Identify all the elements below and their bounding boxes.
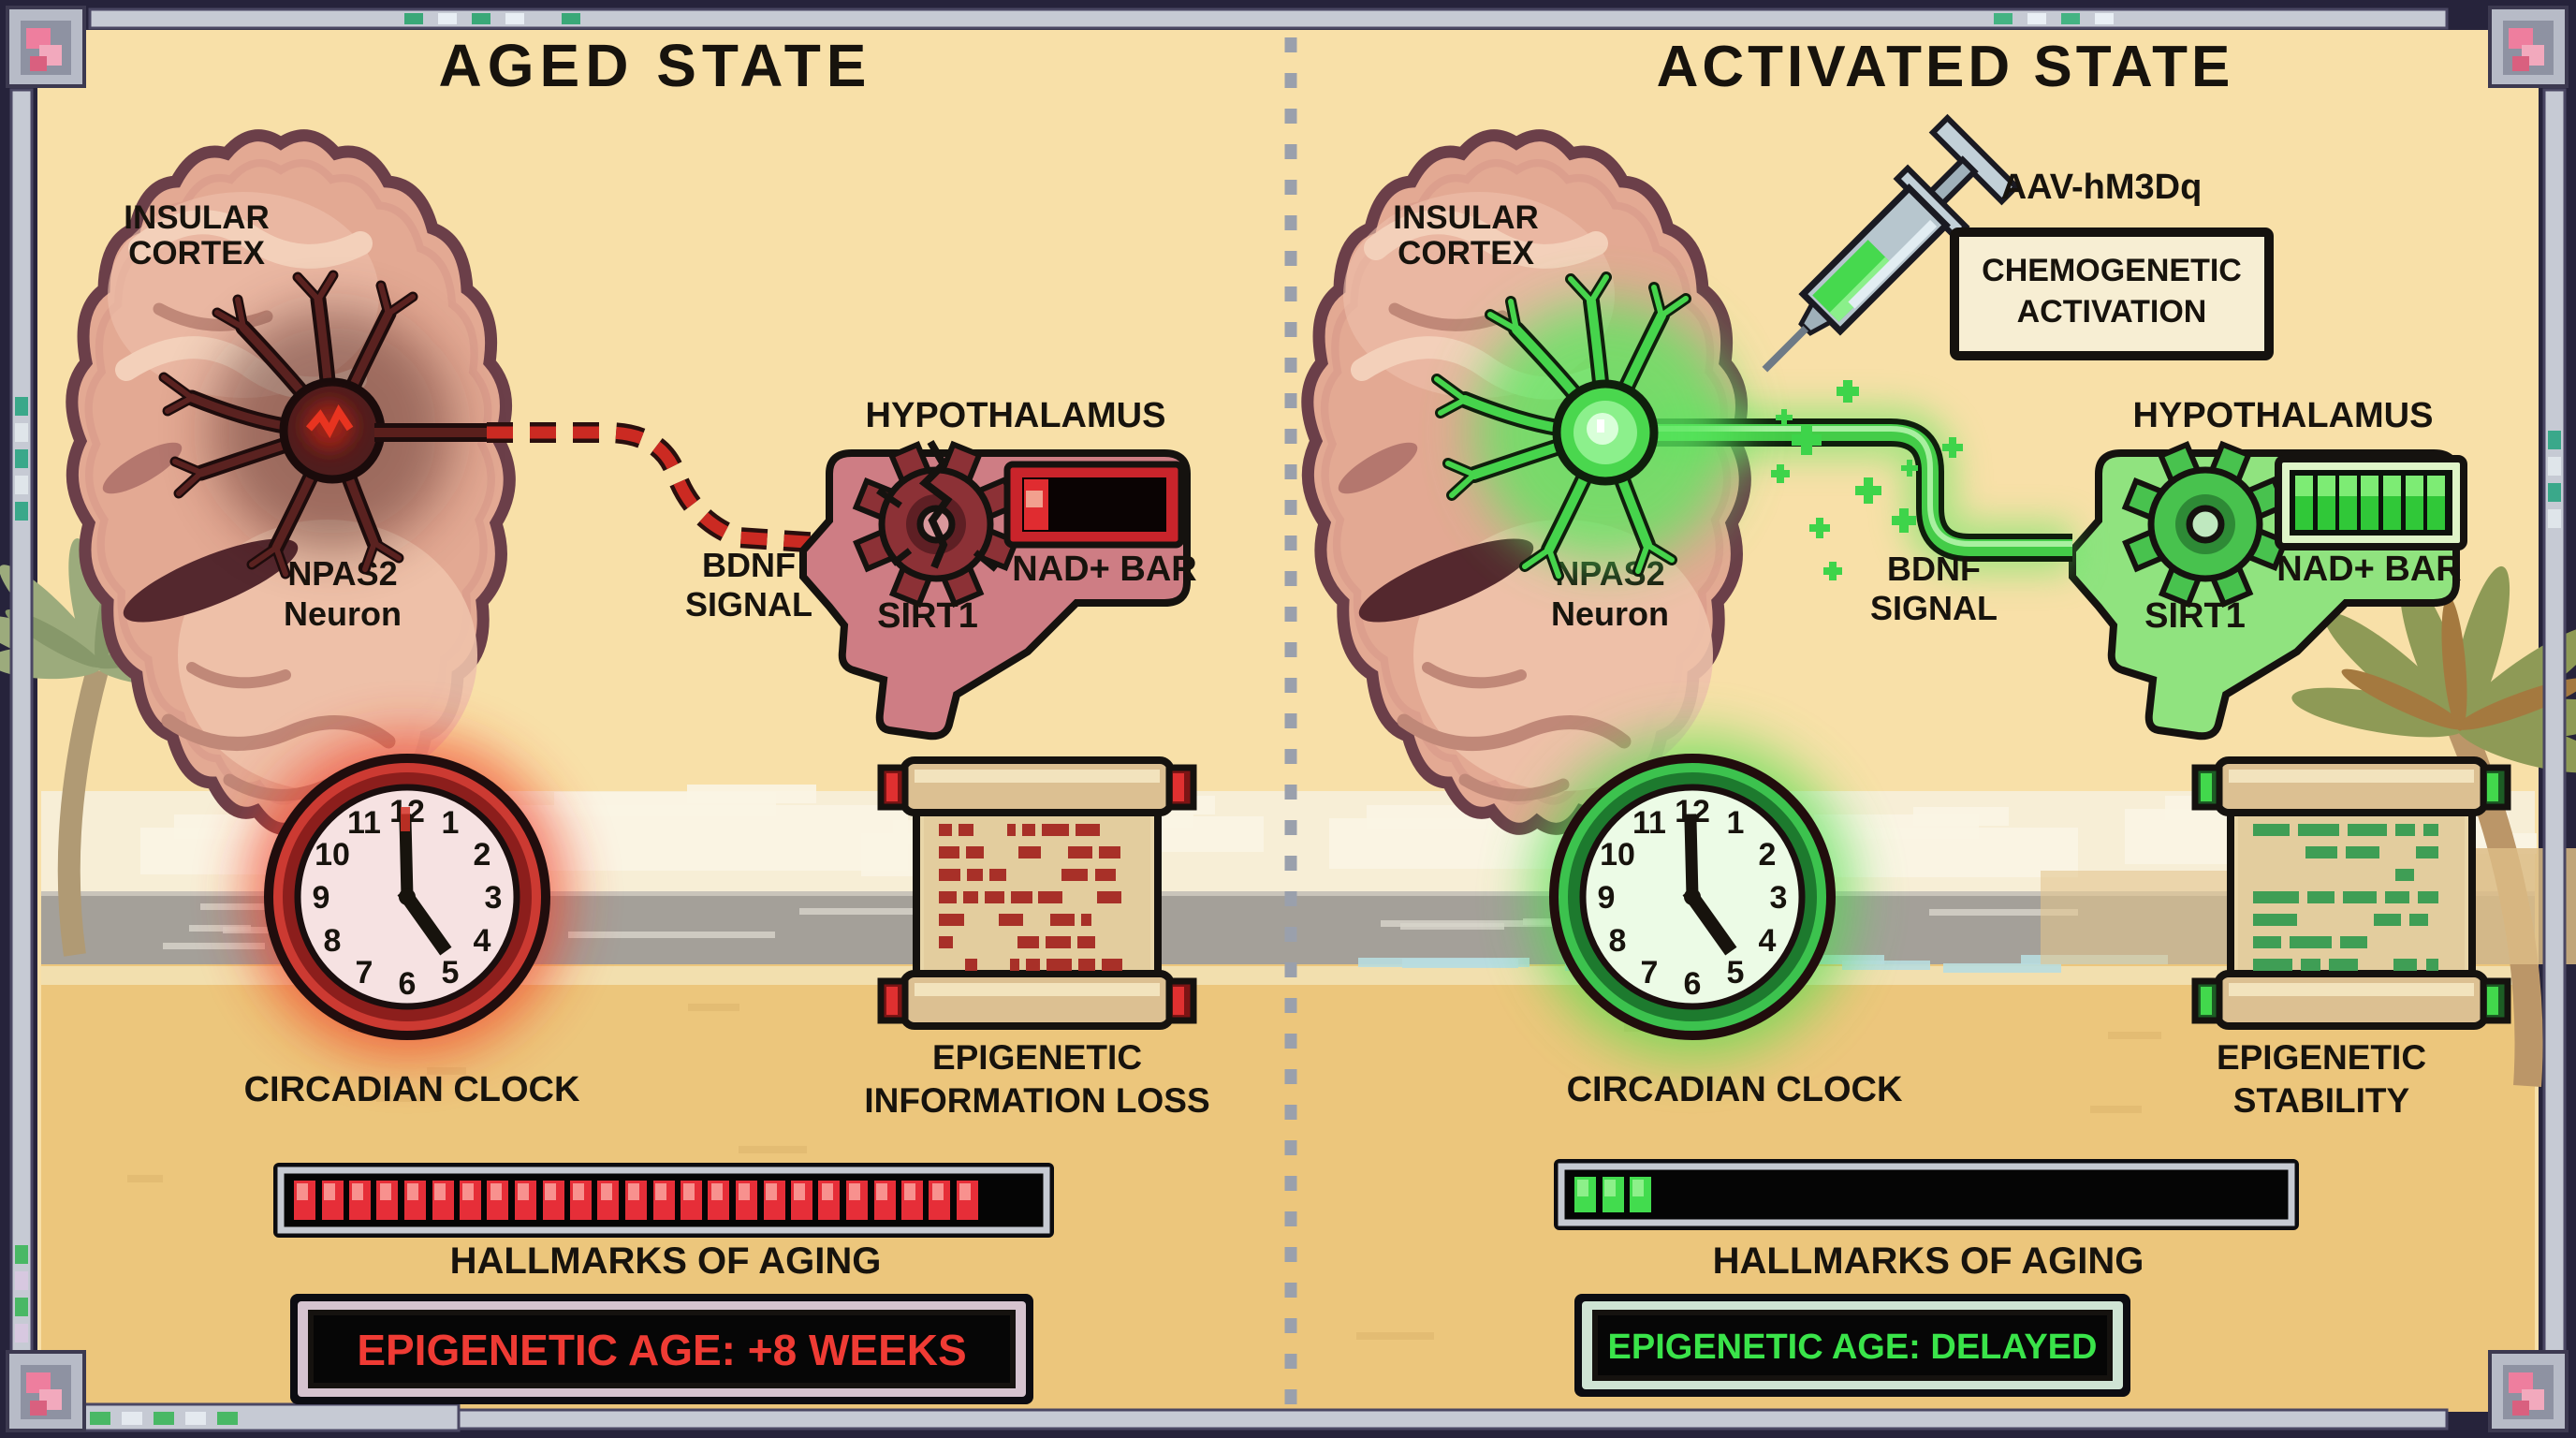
svg-text:11: 11	[1632, 805, 1666, 841]
svg-text:6: 6	[1684, 966, 1702, 1002]
svg-text:7: 7	[1641, 955, 1659, 990]
svg-text:5: 5	[442, 955, 460, 990]
svg-text:7: 7	[356, 955, 373, 990]
svg-text:CORTEX: CORTEX	[128, 235, 266, 271]
svg-text:2: 2	[474, 837, 491, 873]
svg-text:INSULAR: INSULAR	[1393, 199, 1539, 236]
svg-text:NAD+ BAR: NAD+ BAR	[1012, 550, 1196, 589]
svg-text:EPIGENETIC: EPIGENETIC	[2217, 1038, 2426, 1077]
svg-text:8: 8	[1609, 923, 1627, 959]
svg-text:6: 6	[399, 966, 417, 1002]
svg-text:ACTIVATED STATE: ACTIVATED STATE	[1657, 35, 2234, 99]
svg-text:2: 2	[1759, 837, 1777, 873]
svg-text:4: 4	[1759, 923, 1777, 959]
svg-text:ACTIVATION: ACTIVATION	[2017, 294, 2207, 330]
svg-text:Neuron: Neuron	[284, 594, 402, 633]
svg-text:HALLMARKS OF AGING: HALLMARKS OF AGING	[450, 1240, 882, 1282]
svg-text:9: 9	[1598, 880, 1616, 916]
svg-text:3: 3	[1770, 880, 1788, 916]
svg-text:3: 3	[485, 880, 503, 916]
svg-text:BDNF: BDNF	[702, 546, 796, 584]
svg-text:CHEMOGENETIC: CHEMOGENETIC	[1982, 253, 2242, 288]
svg-text:AAV-hM3Dq: AAV-hM3Dq	[2001, 168, 2203, 207]
svg-text:STABILITY: STABILITY	[2233, 1081, 2410, 1120]
svg-text:EPIGENETIC AGE: DELAYED: EPIGENETIC AGE: DELAYED	[1608, 1328, 2098, 1367]
svg-text:8: 8	[324, 923, 342, 959]
svg-text:HYPOTHALAMUS: HYPOTHALAMUS	[866, 396, 1166, 435]
svg-text:BDNF: BDNF	[1887, 550, 1981, 588]
svg-text:SIRT1: SIRT1	[2144, 596, 2246, 636]
svg-text:Neuron: Neuron	[1551, 594, 1669, 633]
svg-text:AGED STATE: AGED STATE	[439, 32, 872, 99]
svg-text:SIGNAL: SIGNAL	[685, 585, 812, 624]
svg-text:CIRCADIAN CLOCK: CIRCADIAN CLOCK	[1567, 1070, 1903, 1109]
svg-text:SIRT1: SIRT1	[877, 596, 978, 636]
svg-text:NPAS2: NPAS2	[287, 554, 397, 593]
svg-text:CORTEX: CORTEX	[1398, 235, 1535, 271]
svg-text:NAD+ BAR: NAD+ BAR	[2276, 550, 2461, 589]
svg-text:1: 1	[1727, 805, 1745, 841]
svg-text:10: 10	[1600, 837, 1635, 873]
svg-text:CIRCADIAN CLOCK: CIRCADIAN CLOCK	[244, 1070, 580, 1109]
svg-text:4: 4	[474, 923, 491, 959]
svg-text:10: 10	[315, 837, 350, 873]
svg-text:HYPOTHALAMUS: HYPOTHALAMUS	[2133, 396, 2434, 435]
svg-text:HALLMARKS OF AGING: HALLMARKS OF AGING	[1713, 1240, 2144, 1282]
svg-text:INSULAR: INSULAR	[124, 199, 270, 236]
svg-text:EPIGENETIC AGE: +8 WEEKS: EPIGENETIC AGE: +8 WEEKS	[357, 1326, 966, 1374]
svg-text:5: 5	[1727, 955, 1745, 990]
svg-text:EPIGENETIC: EPIGENETIC	[932, 1038, 1142, 1077]
svg-text:INFORMATION LOSS: INFORMATION LOSS	[864, 1081, 1209, 1120]
svg-text:SIGNAL: SIGNAL	[1870, 589, 1998, 627]
svg-text:11: 11	[347, 805, 381, 841]
svg-text:1: 1	[442, 805, 460, 841]
svg-text:9: 9	[313, 880, 330, 916]
